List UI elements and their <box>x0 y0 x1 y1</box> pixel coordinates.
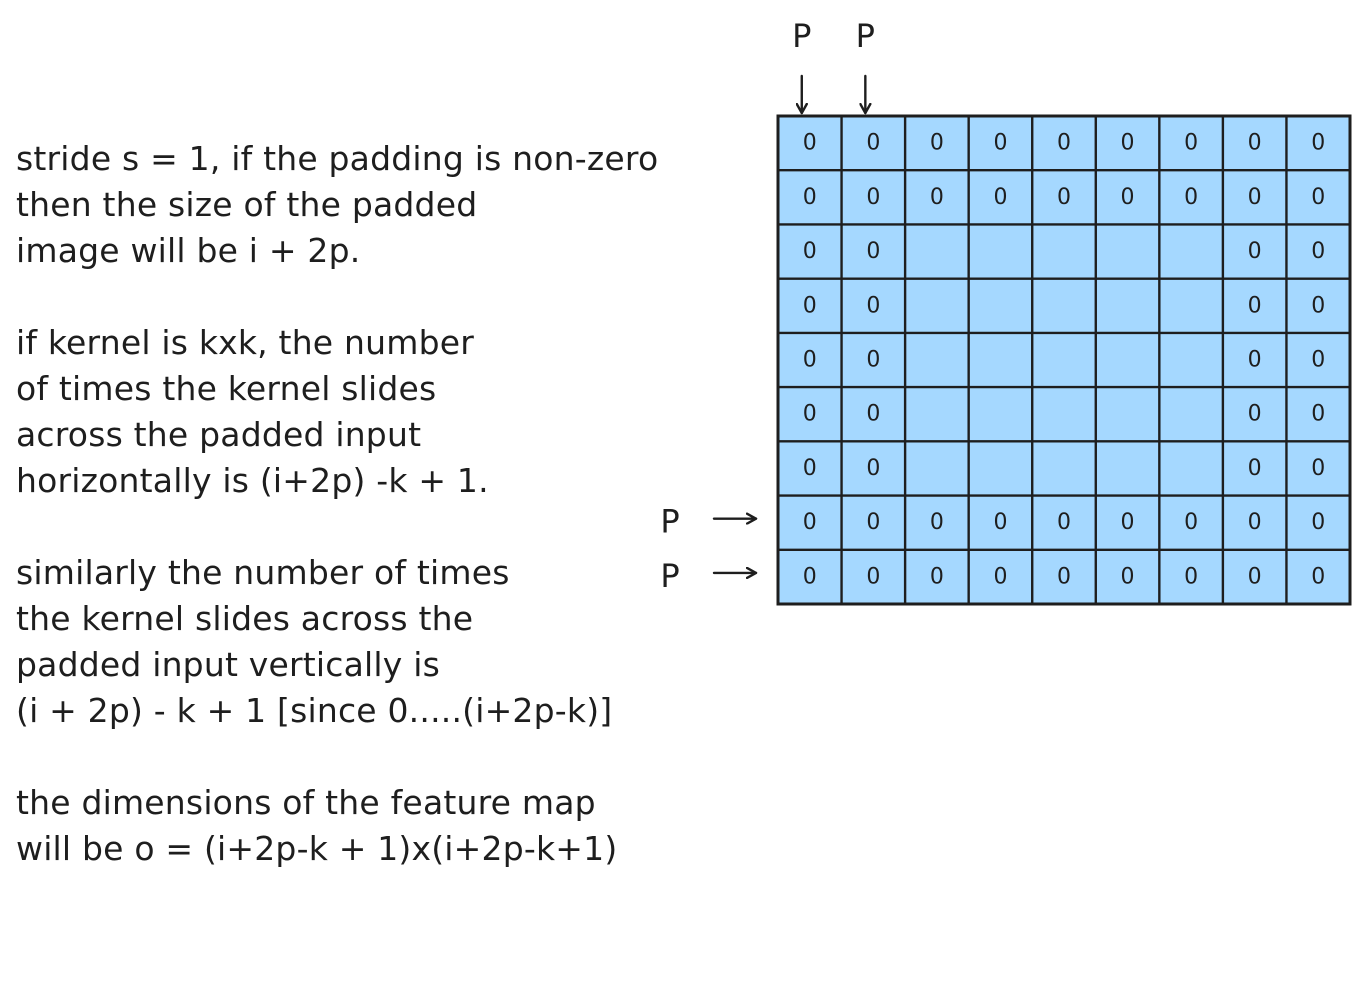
note-line: if kernel is kxk, the number <box>16 323 474 362</box>
note-paragraph: similarly the number of times the kernel … <box>16 550 736 734</box>
padding-zero-cell: 0 <box>803 510 817 535</box>
padding-zero-cell: 0 <box>1248 348 1262 373</box>
note-line: the kernel slides across the <box>16 599 474 638</box>
padding-zero-cell: 0 <box>1248 185 1262 210</box>
note-line: the dimensions of the feature map <box>16 783 596 822</box>
padding-zero-cell: 0 <box>1057 185 1071 210</box>
left-padding-label: P <box>660 503 679 541</box>
top-padding-label: P <box>856 17 875 55</box>
padding-zero-cell: 0 <box>1121 510 1135 535</box>
padding-zero-cell: 0 <box>993 131 1007 156</box>
note-line: across the padded input <box>16 415 422 454</box>
note-paragraph: the dimensions of the feature map will be… <box>16 780 736 872</box>
padding-zero-cell: 0 <box>1184 185 1198 210</box>
padding-zero-cell: 0 <box>1057 510 1071 535</box>
note-line: image will be i + 2p. <box>16 231 361 270</box>
padding-zero-cell: 0 <box>803 293 817 318</box>
note-line: of times the kernel slides <box>16 369 437 408</box>
padding-zero-cell: 0 <box>1121 564 1135 589</box>
padding-zero-cell: 0 <box>866 185 880 210</box>
padding-zero-cell: 0 <box>866 456 880 481</box>
padding-zero-cell: 0 <box>1184 564 1198 589</box>
top-padding-label: P <box>792 17 811 55</box>
padding-zero-cell: 0 <box>1248 456 1262 481</box>
padding-zero-cell: 0 <box>866 348 880 373</box>
note-line: padded input vertically is <box>16 645 440 684</box>
padded-grid: 0 0 0 0 0 0 0 0 0 0 0 0 0 0 0 0 0 0 0 0 0 0 0 0 0 0 0 0 0 0 0 0 0 0 0 0 0 0 0 0… <box>776 114 1352 606</box>
padding-zero-cell: 0 <box>866 239 880 264</box>
padding-zero-cell: 0 <box>930 185 944 210</box>
note-line: (i + 2p) - k + 1 [since 0.....(i+2p-k)] <box>16 691 613 730</box>
padding-zero-cell: 0 <box>1248 402 1262 427</box>
note-paragraph: if kernel is kxk, the number of times the… <box>16 320 736 504</box>
padding-zero-cell: 0 <box>1121 185 1135 210</box>
padding-zero-cell: 0 <box>993 564 1007 589</box>
padding-zero-cell: 0 <box>866 564 880 589</box>
padding-zero-cell: 0 <box>803 564 817 589</box>
padding-zero-cell: 0 <box>803 185 817 210</box>
padding-zero-cell: 0 <box>1121 131 1135 156</box>
note-line: similarly the number of times <box>16 553 510 592</box>
explanation-notes: stride s = 1, if the padding is non-zero… <box>16 136 736 918</box>
padding-zero-cell: 0 <box>930 564 944 589</box>
note-line: horizontally is (i+2p) -k + 1. <box>16 461 489 500</box>
padding-zero-cell: 0 <box>1311 456 1325 481</box>
padding-zero-cell: 0 <box>1057 564 1071 589</box>
padding-zero-cell: 0 <box>1311 185 1325 210</box>
padding-zero-cell: 0 <box>866 510 880 535</box>
left-padding-label: P <box>660 557 679 595</box>
padding-zero-cell: 0 <box>1184 131 1198 156</box>
padding-zero-cell: 0 <box>1311 564 1325 589</box>
padding-zero-cell: 0 <box>1248 510 1262 535</box>
note-line: then the size of the padded <box>16 185 478 224</box>
padding-zero-cell: 0 <box>930 131 944 156</box>
padding-zero-cell: 0 <box>993 510 1007 535</box>
padding-zero-cell: 0 <box>1184 510 1198 535</box>
padding-zero-cell: 0 <box>1248 293 1262 318</box>
padding-zero-cell: 0 <box>1311 510 1325 535</box>
padding-zero-cell: 0 <box>930 510 944 535</box>
padding-zero-cell: 0 <box>1057 131 1071 156</box>
padding-zero-cell: 0 <box>803 348 817 373</box>
padding-zero-cell: 0 <box>1248 239 1262 264</box>
padding-zero-cell: 0 <box>1311 402 1325 427</box>
padding-zero-cell: 0 <box>1311 239 1325 264</box>
padding-zero-cell: 0 <box>803 456 817 481</box>
grid-background <box>776 114 1352 606</box>
padding-zero-cell: 0 <box>1311 131 1325 156</box>
padding-zero-cell: 0 <box>866 293 880 318</box>
padding-zero-cell: 0 <box>866 402 880 427</box>
note-line: stride s = 1, if the padding is non-zero <box>16 139 659 178</box>
padding-zero-cell: 0 <box>1311 293 1325 318</box>
note-paragraph: stride s = 1, if the padding is non-zero… <box>16 136 736 274</box>
padding-zero-cell: 0 <box>1248 564 1262 589</box>
padding-zero-cell: 0 <box>803 239 817 264</box>
padding-zero-cell: 0 <box>1311 348 1325 373</box>
padding-zero-cell: 0 <box>866 131 880 156</box>
note-line: will be o = (i+2p-k + 1)x(i+2p-k+1) <box>16 829 618 868</box>
padding-zero-cell: 0 <box>1248 131 1262 156</box>
padding-zero-cell: 0 <box>993 185 1007 210</box>
padding-zero-cell: 0 <box>803 402 817 427</box>
padding-zero-cell: 0 <box>803 131 817 156</box>
